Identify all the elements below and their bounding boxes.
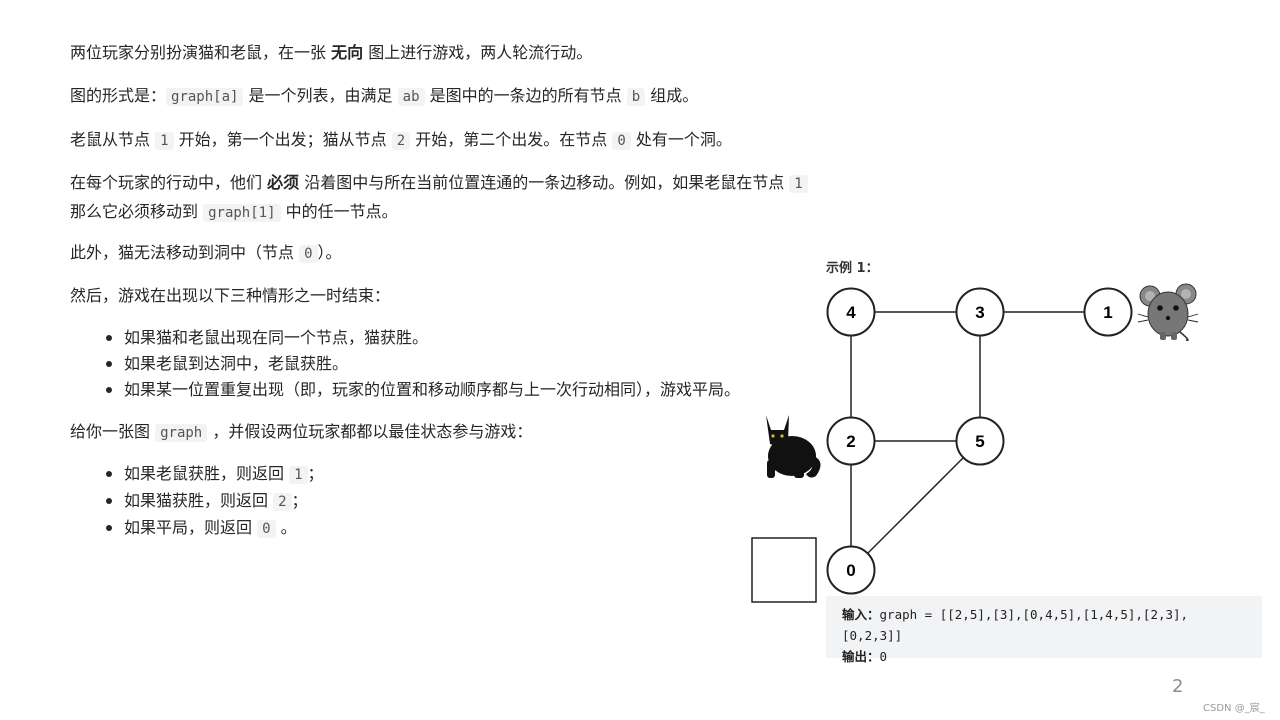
end-conditions-list: 如果猫和老鼠出现在同一个节点，猫获胜。 如果老鼠到达洞中，老鼠获胜。 如果某一位… [104, 325, 740, 403]
text: 图上进行游戏，两人轮流行动。 [363, 43, 593, 62]
paragraph-start-positions: 老鼠从节点 1 开始，第一个出发；猫从节点 2 开始，第二个出发。在节点 0 处… [70, 126, 732, 155]
text: 是图中的一条边的所有节点 [424, 86, 627, 105]
input-line: 输入：graph = [[2,5],[3],[0,4,5],[1,4,5],[2… [842, 604, 1246, 646]
text: 如果猫获胜，则返回 [124, 491, 274, 510]
list-item: 如果某一位置重复出现（即，玩家的位置和移动顺序都与上一次行动相同），游戏平局。 [104, 377, 740, 403]
text: 图的形式是： [70, 86, 167, 105]
inline-code: graph[1] [203, 204, 281, 222]
hole-icon [751, 537, 817, 603]
inline-code: graph [155, 424, 208, 442]
node-2: 2 [826, 416, 876, 466]
text: 。 [275, 518, 297, 537]
inline-code: 0 [299, 245, 318, 263]
inline-code: 0 [612, 132, 631, 150]
list-item: 如果老鼠到达洞中，老鼠获胜。 [104, 351, 740, 377]
paragraph-cat-hole: 此外，猫无法移动到洞中（节点 0）。 [70, 239, 342, 268]
text: 是一个列表，由满足 [243, 86, 398, 105]
inline-code: 1 [789, 175, 808, 193]
list-item: 如果老鼠获胜，则返回 1； [104, 461, 324, 488]
text: 沿着图中与所在当前位置连通的一条边移动。例如，如果老鼠在节点 [299, 173, 790, 192]
text: ； [291, 491, 308, 510]
inline-code: graph[a] [166, 88, 244, 106]
inline-code: 1 [155, 132, 174, 150]
cat-icon [766, 415, 821, 478]
node-0: 0 [826, 545, 876, 595]
paragraph-end-intro: 然后，游戏在出现以下三种情形之一时结束： [70, 282, 390, 309]
text: ； [307, 464, 324, 483]
list-item: 如果猫和老鼠出现在同一个节点，猫获胜。 [104, 325, 740, 351]
input-value: graph = [[2,5],[3],[0,4,5],[1,4,5],[2,3]… [842, 607, 1189, 643]
node-3: 3 [955, 287, 1005, 337]
inline-code: 0 [257, 520, 276, 538]
output-value: 0 [879, 649, 888, 664]
node-label: 4 [846, 303, 856, 322]
text: 如果老鼠获胜，则返回 [124, 464, 290, 483]
node-1: 1 [1083, 287, 1133, 337]
text: 给你一张图 [70, 422, 156, 441]
example-title: 示例 1： [826, 261, 879, 276]
text: 老鼠从节点 [70, 130, 156, 149]
mouse-icon [1137, 283, 1199, 342]
text: 开始，第一个出发；猫从节点 [173, 130, 392, 149]
node-label: 2 [846, 432, 855, 451]
text: 两位玩家分别扮演猫和老鼠，在一张 [70, 43, 332, 62]
paragraph-graph-form: 图的形式是：graph[a] 是一个列表，由满足 ab 是图中的一条边的所有节点… [70, 82, 698, 111]
text: 如果平局，则返回 [124, 518, 258, 537]
inline-code: 2 [391, 132, 411, 150]
output-line: 输出：0 [842, 646, 1246, 667]
node-label: 3 [975, 303, 984, 322]
paragraph-intro: 两位玩家分别扮演猫和老鼠，在一张 无向 图上进行游戏，两人轮流行动。 [70, 39, 592, 66]
text: 此外，猫无法移动到洞中（节点 [70, 243, 300, 262]
text: 在每个玩家的行动中，他们 [70, 173, 268, 192]
list-item: 如果猫获胜，则返回 2； [104, 488, 324, 515]
text: ）。 [317, 243, 342, 262]
node-4: 4 [826, 287, 876, 337]
inline-code: 2 [273, 493, 292, 511]
paragraph-move-rule: 在每个玩家的行动中，他们 必须 沿着图中与所在当前位置连通的一条边移动。例如，如… [70, 169, 808, 227]
returns-list: 如果老鼠获胜，则返回 1； 如果猫获胜，则返回 2； 如果平局，则返回 0 。 [104, 461, 324, 542]
bold-text: 无向 [331, 43, 364, 62]
page-number: 2 [1172, 676, 1184, 697]
text: 组成。 [645, 86, 699, 105]
inline-code: 1 [289, 466, 308, 484]
output-label: 输出： [842, 649, 880, 664]
input-label: 输入： [842, 607, 880, 622]
text: 然后，游戏在出现以下三种情形之一时结束： [70, 286, 391, 305]
text: 开始，第二个出发。在节点 [410, 130, 613, 149]
list-item: 如果平局，则返回 0 。 [104, 515, 324, 542]
text: ，并假设两位玩家都都以最佳状态参与游戏： [207, 422, 533, 441]
text: 处有一个洞。 [630, 130, 732, 149]
node-5: 5 [955, 416, 1005, 466]
node-label: 1 [1103, 303, 1112, 322]
example-graph: 4 3 1 2 5 0 [751, 283, 1199, 603]
example-io-box: 输入：graph = [[2,5],[3],[0,4,5],[1,4,5],[2… [826, 596, 1262, 664]
text: 那么它必须移动到 [70, 202, 204, 221]
bold-text: 必须 [267, 173, 300, 192]
inline-code: b [626, 88, 646, 106]
node-label: 0 [846, 561, 855, 580]
text: 中的任一节点。 [280, 202, 398, 221]
paragraph-given-graph: 给你一张图 graph ，并假设两位玩家都都以最佳状态参与游戏： [70, 418, 532, 447]
node-label: 5 [975, 432, 984, 451]
watermark: CSDN @_宸_ [1203, 703, 1265, 714]
inline-code: ab [397, 88, 425, 106]
edge-5-0 [850, 440, 981, 571]
